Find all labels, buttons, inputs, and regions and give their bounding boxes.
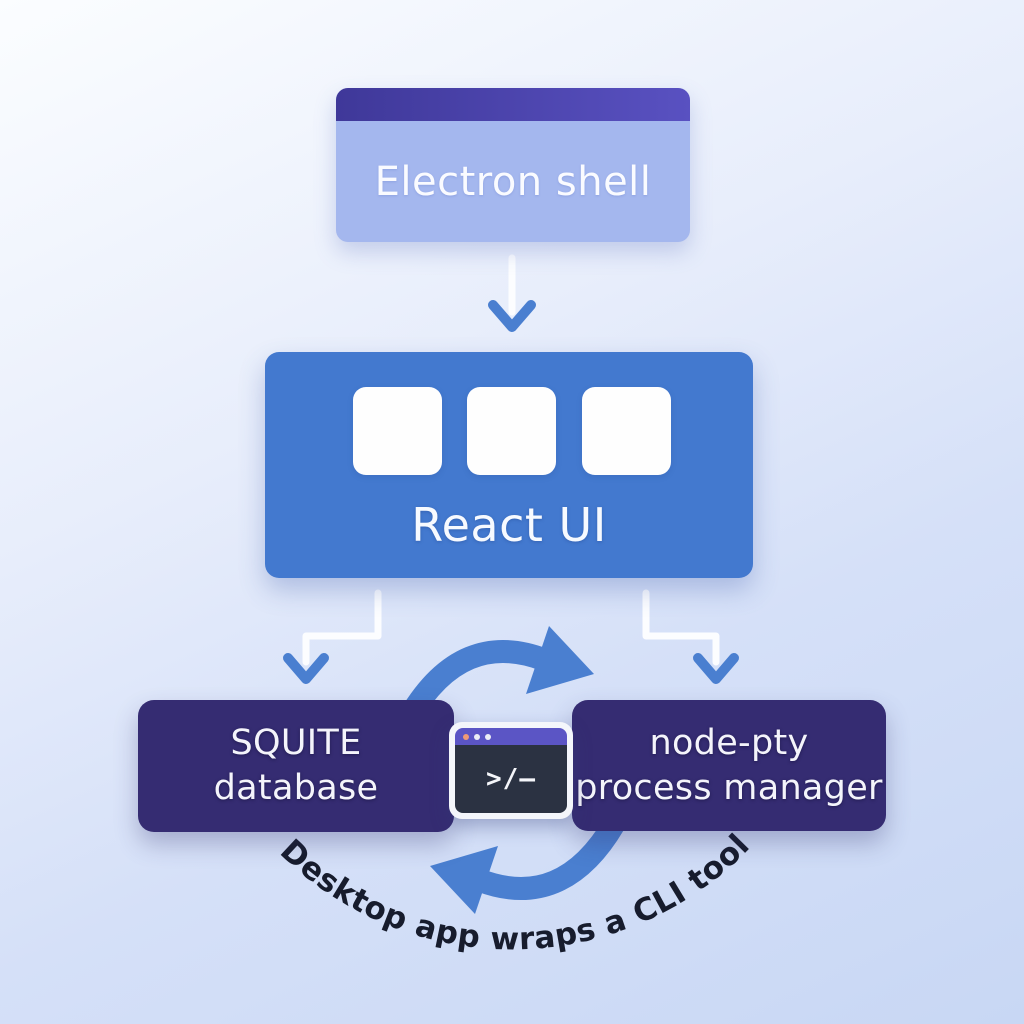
- cycle-arrows-icon: [398, 626, 626, 914]
- ui-panel-square: [353, 387, 442, 475]
- ui-panel-square: [467, 387, 556, 475]
- squite-database-box: SQUITE database: [138, 700, 454, 832]
- window-dot-icon: [463, 733, 469, 740]
- caption-curved-text: Desktop app wraps a CLI tool: [273, 827, 757, 957]
- cycle-bottom-arc: [467, 812, 626, 900]
- window-dot-icon: [474, 733, 480, 740]
- ui-panel-square: [582, 387, 671, 475]
- terminal-prompt-text: >/–: [455, 745, 567, 813]
- cycle-top-arc: [398, 640, 557, 728]
- right-elbow-connector: [642, 589, 720, 666]
- window-dot-icon: [485, 733, 491, 740]
- react-ui-box: React UI: [265, 352, 753, 578]
- react-ui-label: React UI: [411, 498, 607, 552]
- node-pty-box: node-pty process manager: [572, 700, 886, 831]
- electron-shell-label: Electron shell: [374, 158, 652, 205]
- node-pty-label-line1: node-pty: [649, 722, 809, 763]
- cycle-top-arrowhead: [526, 626, 594, 694]
- left-elbow-connector: [302, 589, 382, 666]
- terminal-titlebar: [455, 728, 567, 745]
- terminal-window-icon: >/–: [449, 722, 573, 819]
- terminal-window-frame: >/–: [455, 728, 567, 813]
- down-arrow-chevron-icon: [488, 300, 536, 332]
- cycle-bottom-arrowhead: [430, 846, 498, 914]
- electron-shell-box: Electron shell: [336, 88, 690, 242]
- squite-label-line1: SQUITE: [230, 723, 362, 763]
- right-arrow-chevron-icon: [693, 653, 739, 684]
- squite-label-line2: database: [213, 768, 379, 808]
- left-arrow-chevron-icon: [283, 653, 329, 684]
- node-pty-label-line2: process manager: [575, 767, 883, 808]
- electron-shell-titlebar: [336, 88, 690, 121]
